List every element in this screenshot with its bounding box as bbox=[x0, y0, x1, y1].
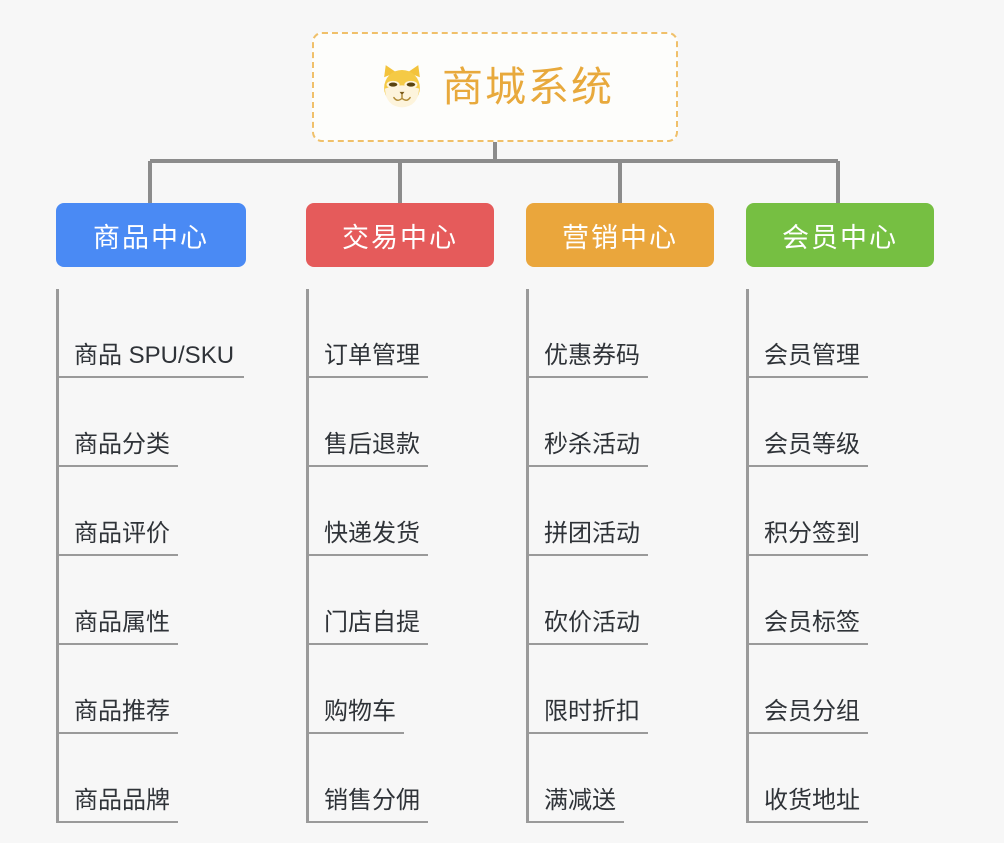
branch-header-product[interactable]: 商品中心 bbox=[56, 203, 246, 267]
leaf-item[interactable]: 商品 SPU/SKU bbox=[59, 289, 246, 378]
branch-header-label: 会员中心 bbox=[782, 222, 898, 253]
root-node[interactable]: 商城系统 bbox=[312, 32, 678, 142]
leaf-label: 快递发货 bbox=[309, 520, 428, 556]
leaf-item[interactable]: 商品品牌 bbox=[59, 734, 246, 823]
leaf-item[interactable]: 商品推荐 bbox=[59, 645, 246, 734]
leaf-item[interactable]: 秒杀活动 bbox=[529, 378, 714, 467]
leaf-label: 商品属性 bbox=[59, 609, 178, 645]
leaf-item[interactable]: 会员标签 bbox=[749, 556, 934, 645]
leaf-label: 会员标签 bbox=[749, 609, 868, 645]
leaf-label: 秒杀活动 bbox=[529, 431, 648, 467]
leaf-label: 收货地址 bbox=[749, 787, 868, 823]
leaf-label: 商品推荐 bbox=[59, 698, 178, 734]
leaf-item[interactable]: 砍价活动 bbox=[529, 556, 714, 645]
root-title: 商城系统 bbox=[442, 63, 614, 110]
leaf-label: 会员管理 bbox=[749, 342, 868, 378]
leaf-item[interactable]: 门店自提 bbox=[309, 556, 494, 645]
leaf-item[interactable]: 购物车 bbox=[309, 645, 494, 734]
leaf-label: 销售分佣 bbox=[309, 787, 428, 823]
leaf-item[interactable]: 会员等级 bbox=[749, 378, 934, 467]
leaf-label: 会员等级 bbox=[749, 431, 868, 467]
branch-column-marketing: 营销中心 优惠券码 秒杀活动 拼团活动 砍价活动 限时折扣 bbox=[526, 203, 714, 839]
leaf-item[interactable]: 会员分组 bbox=[749, 645, 934, 734]
branch-header-label: 营销中心 bbox=[562, 222, 678, 253]
branch-column-trade: 交易中心 订单管理 售后退款 快递发货 门店自提 购物车 bbox=[306, 203, 494, 839]
branch-column-member: 会员中心 会员管理 会员等级 积分签到 会员标签 会员分组 bbox=[746, 203, 934, 839]
branch-header-label: 商品中心 bbox=[93, 222, 209, 253]
leaf-label: 满减送 bbox=[529, 787, 624, 823]
leaf-item[interactable]: 商品评价 bbox=[59, 467, 246, 556]
leaf-list-product: 商品 SPU/SKU 商品分类 商品评价 商品属性 商品推荐 商品品牌 bbox=[56, 289, 246, 823]
leaf-item[interactable]: 收货地址 bbox=[749, 734, 934, 823]
leaf-label: 购物车 bbox=[309, 698, 404, 734]
branch-columns: 商品中心 商品 SPU/SKU 商品分类 商品评价 商品属性 商品推荐 bbox=[0, 203, 1004, 843]
leaf-item[interactable]: 积分签到 bbox=[749, 467, 934, 556]
leaf-list-member: 会员管理 会员等级 积分签到 会员标签 会员分组 收货地址 bbox=[746, 289, 934, 823]
leaf-label: 优惠券码 bbox=[529, 342, 648, 378]
shiba-dog-face-icon bbox=[376, 61, 428, 113]
leaf-label: 售后退款 bbox=[309, 431, 428, 467]
leaf-item[interactable]: 会员管理 bbox=[749, 289, 934, 378]
leaf-label: 商品评价 bbox=[59, 520, 178, 556]
leaf-label: 积分签到 bbox=[749, 520, 868, 556]
branch-header-member[interactable]: 会员中心 bbox=[746, 203, 934, 267]
leaf-item[interactable]: 销售分佣 bbox=[309, 734, 494, 823]
leaf-item[interactable]: 优惠券码 bbox=[529, 289, 714, 378]
leaf-item[interactable]: 商品分类 bbox=[59, 378, 246, 467]
leaf-item[interactable]: 限时折扣 bbox=[529, 645, 714, 734]
leaf-label: 商品 SPU/SKU bbox=[59, 342, 245, 378]
leaf-label: 门店自提 bbox=[309, 609, 428, 645]
leaf-label: 订单管理 bbox=[309, 342, 428, 378]
leaf-list-marketing: 优惠券码 秒杀活动 拼团活动 砍价活动 限时折扣 满减送 bbox=[526, 289, 714, 823]
leaf-label: 砍价活动 bbox=[529, 609, 648, 645]
leaf-label: 会员分组 bbox=[749, 698, 868, 734]
leaf-item[interactable]: 售后退款 bbox=[309, 378, 494, 467]
leaf-label: 限时折扣 bbox=[529, 698, 648, 734]
leaf-item[interactable]: 快递发货 bbox=[309, 467, 494, 556]
leaf-label: 商品分类 bbox=[59, 431, 178, 467]
leaf-list-trade: 订单管理 售后退款 快递发货 门店自提 购物车 销售分佣 bbox=[306, 289, 494, 823]
leaf-item[interactable]: 拼团活动 bbox=[529, 467, 714, 556]
branch-header-trade[interactable]: 交易中心 bbox=[306, 203, 494, 267]
branch-header-marketing[interactable]: 营销中心 bbox=[526, 203, 714, 267]
branch-column-product: 商品中心 商品 SPU/SKU 商品分类 商品评价 商品属性 商品推荐 bbox=[56, 203, 246, 839]
leaf-item[interactable]: 订单管理 bbox=[309, 289, 494, 378]
leaf-label: 商品品牌 bbox=[59, 787, 178, 823]
leaf-label: 拼团活动 bbox=[529, 520, 648, 556]
leaf-item[interactable]: 商品属性 bbox=[59, 556, 246, 645]
leaf-item[interactable]: 满减送 bbox=[529, 734, 714, 823]
branch-header-label: 交易中心 bbox=[342, 222, 458, 253]
